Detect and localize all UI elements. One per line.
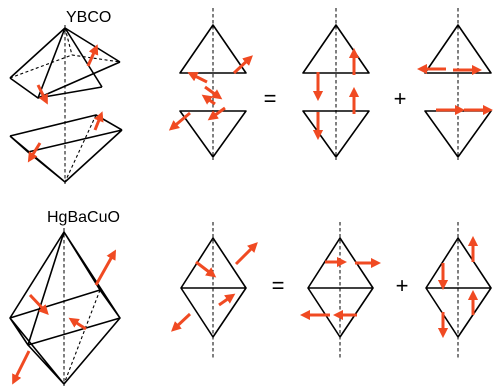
ybco-lower-pyramid bbox=[9, 114, 123, 183]
ybco-3d-arrow-2 bbox=[36, 84, 48, 105]
ybco-3d-arrow-1 bbox=[86, 44, 99, 67]
hg-3d-arrow-1 bbox=[94, 249, 117, 286]
ybco-upper-pyramid bbox=[9, 27, 121, 99]
ybco-a-arrow-6 bbox=[168, 111, 191, 131]
hg-plus-sign: + bbox=[396, 273, 409, 298]
ybco-label: YBCO bbox=[66, 9, 111, 26]
ybco-3d-arrow-4 bbox=[27, 142, 42, 163]
hg-a-arrow-4 bbox=[171, 312, 192, 332]
ybco-plus-sign: + bbox=[394, 86, 407, 111]
ybco-a-arrow-5 bbox=[207, 106, 226, 121]
hg-equals-sign: = bbox=[272, 273, 285, 298]
ybco-3d-pyramids bbox=[9, 25, 123, 184]
hg-schematic-c bbox=[425, 222, 492, 360]
hgbacuo-label: HgBaCuO bbox=[47, 209, 120, 226]
hg-3d-arrow-3 bbox=[68, 317, 87, 331]
ybco-a-arrow-3 bbox=[204, 85, 223, 100]
hg-schematic-a bbox=[171, 222, 258, 360]
ybco-schematic-b bbox=[302, 8, 370, 160]
ybco-a-arrow-2 bbox=[232, 55, 253, 75]
hgbacuo-3d-octahedron bbox=[9, 228, 121, 386]
ybco-schematic-a bbox=[168, 8, 253, 160]
hg-schematic-b bbox=[299, 222, 382, 360]
hg-a-arrow-2 bbox=[234, 242, 258, 266]
ybco-a-arrow-1 bbox=[187, 72, 208, 84]
hg-3d-arrow-4 bbox=[12, 350, 31, 385]
ybco-equals-sign: = bbox=[264, 86, 277, 111]
ybco-a-arrow-4 bbox=[201, 94, 216, 106]
ybco-schematic-c bbox=[416, 8, 494, 160]
ybco-3d-arrow-3 bbox=[93, 111, 104, 131]
hg-3d-arrow-2 bbox=[28, 293, 49, 315]
hg-a-arrow-1 bbox=[195, 260, 217, 278]
hg-a-arrow-3 bbox=[218, 293, 236, 307]
